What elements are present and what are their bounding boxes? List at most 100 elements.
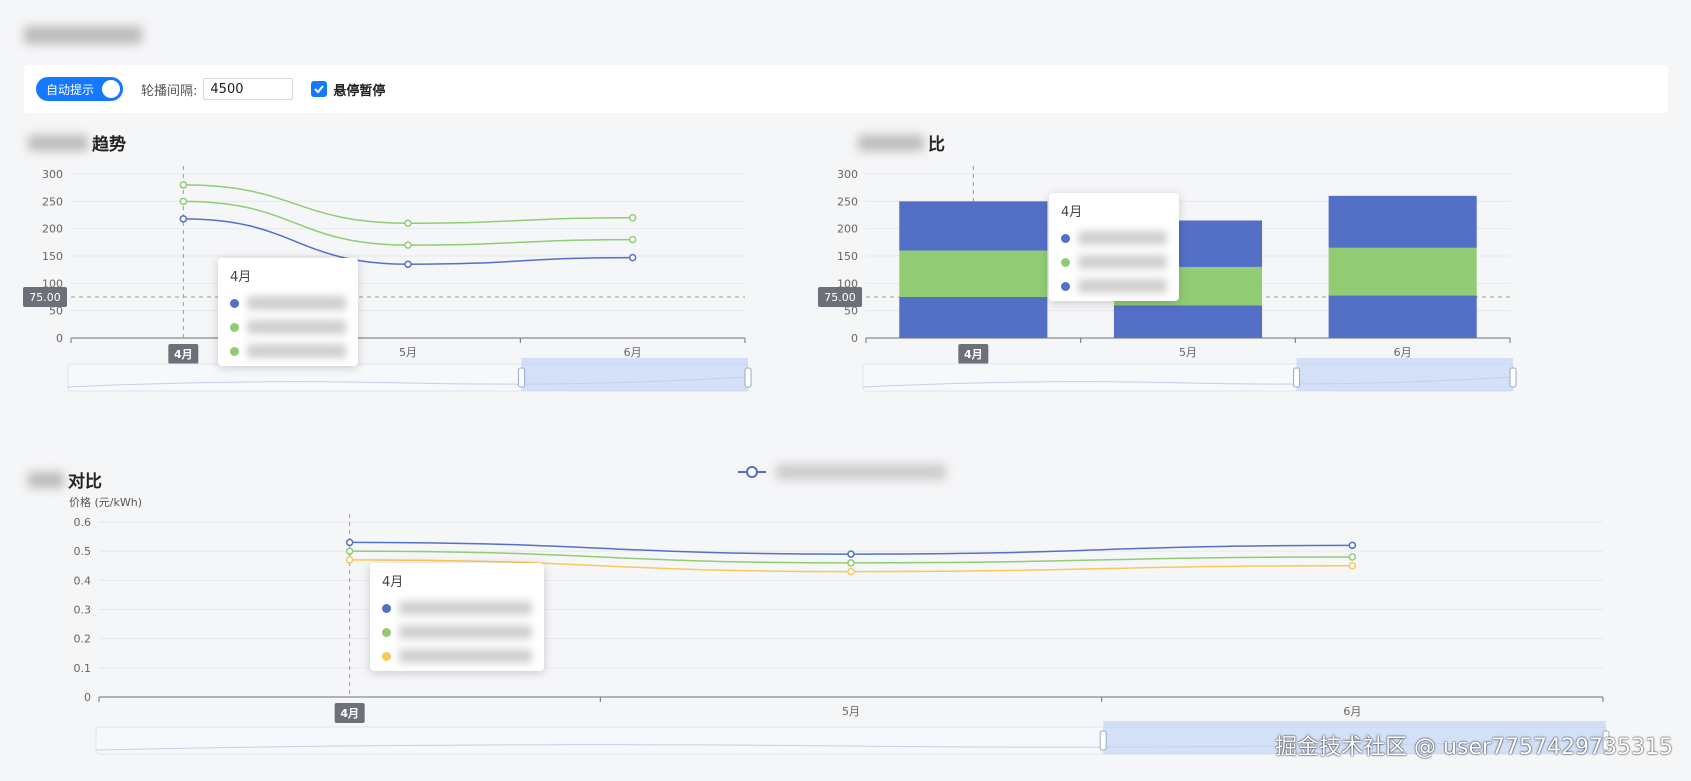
data-point [628, 213, 637, 222]
y-tick-label: 50 [49, 305, 63, 318]
page-title [24, 24, 142, 50]
tooltip-title: 4月 [1061, 205, 1083, 220]
data-point [404, 241, 412, 249]
series-dot [230, 346, 239, 356]
redacted-value [1078, 279, 1167, 293]
bar-segment [899, 250, 1048, 297]
stack-tooltip: 4月 [1049, 193, 1179, 301]
data-point [628, 235, 637, 244]
y-tick-label: 0 [851, 332, 858, 345]
series-dot [382, 651, 391, 661]
series-dot [1061, 281, 1070, 291]
y-tick-label: 250 [42, 195, 63, 208]
watermark: 掘金技术社区 @ user7757429735315 [1275, 735, 1673, 760]
redacted-value [399, 601, 532, 615]
y-tick-label: 300 [42, 168, 63, 181]
y-tick-label: 0 [56, 332, 63, 345]
auto-tip-label: 自动提示 [46, 82, 95, 97]
trend-title-suffix: 趋势 [92, 135, 126, 155]
y-axis-pointer-text: 75.00 [29, 291, 61, 304]
series-dot [1061, 257, 1070, 267]
datazoom-handle-right [1509, 367, 1517, 388]
series-line [183, 184, 633, 224]
y-tick-label: 250 [837, 195, 858, 208]
datazoom-handle-left [1099, 730, 1107, 751]
x-axis-pointer-label [958, 344, 989, 364]
data-point [1348, 553, 1357, 561]
control-bar: 自动提示 轮播间隔: 悬停暂停 [24, 65, 1668, 113]
series-dot [230, 322, 239, 332]
data-point [1348, 562, 1357, 570]
check-icon [314, 85, 325, 94]
redacted-title-part [28, 134, 88, 151]
x-tick-label: 6月 [624, 346, 642, 359]
x-tick-label: 6月 [1394, 346, 1412, 359]
auto-tip-switch[interactable]: 自动提示 [36, 77, 124, 101]
x-tick-label: 5月 [842, 705, 860, 718]
x-tick-label: 5月 [399, 346, 417, 359]
series-dot [382, 627, 391, 637]
x-tick-label: 5月 [1179, 346, 1197, 359]
y-tick-label: 200 [42, 223, 63, 236]
x-tick-label: 6月 [1343, 705, 1361, 718]
redacted-title [24, 26, 142, 44]
y-axis-pointer-label [818, 287, 862, 307]
series-dot [382, 603, 391, 613]
y-tick-label: 200 [837, 223, 858, 236]
redacted-value [1078, 255, 1167, 269]
datazoom-selection [1296, 358, 1513, 391]
y-axis-pointer-label [23, 287, 67, 307]
y-tick-label: 0.2 [74, 633, 92, 646]
datazoom-handle-left [518, 367, 526, 388]
redacted-value [247, 344, 346, 358]
tooltip-title: 4月 [230, 270, 252, 285]
y-tick-label: 150 [42, 250, 63, 263]
redacted-legend [776, 464, 946, 480]
data-point [1348, 541, 1357, 550]
y-axis-pointer-text: 75.00 [824, 291, 856, 304]
data-point [847, 567, 855, 576]
redacted-value [247, 320, 346, 334]
x-axis-pointer-label [334, 703, 365, 723]
y-tick-label: 0.3 [74, 604, 92, 617]
compare-title-suffix: 对比 [68, 472, 102, 492]
data-point [345, 556, 354, 564]
y-tick-label: 300 [837, 168, 858, 181]
y-tick-label: 0.5 [74, 545, 92, 558]
trend-chart-title: 趋势 [28, 130, 126, 155]
datazoom-handle-left [1293, 367, 1301, 388]
x-tick-label: 4月 [340, 707, 359, 720]
redacted-value [399, 649, 532, 663]
data-point [345, 547, 354, 555]
datazoom-handle-right [1602, 730, 1610, 751]
x-tick-label: 4月 [174, 348, 193, 361]
series-dot [1061, 233, 1070, 243]
data-point [179, 215, 188, 223]
bar-segment [899, 297, 1048, 338]
stack-chart-title: 比 [858, 130, 945, 155]
data-point [847, 559, 855, 567]
price-tooltip: 4月 [370, 563, 544, 671]
interval-label: 轮播间隔: [141, 83, 198, 99]
switch-knob [102, 80, 121, 98]
redacted-value [399, 625, 532, 639]
interval-input[interactable] [203, 78, 294, 100]
hover-pause-checkbox[interactable] [311, 81, 328, 97]
redacted-value [1078, 231, 1167, 245]
chart-legend[interactable] [738, 464, 946, 480]
y-tick-label: 0 [84, 691, 91, 704]
data-point [179, 181, 188, 189]
bar-segment [1328, 195, 1477, 248]
data-point [847, 550, 855, 558]
redacted-title-part [858, 134, 924, 151]
y-tick-label: 0.1 [74, 662, 92, 675]
datazoom-selection [521, 358, 748, 391]
bar-segment [899, 201, 1048, 251]
datazoom-handle-right [744, 367, 752, 388]
redacted-title-part [28, 471, 64, 488]
data-point [628, 253, 637, 262]
hover-pause-label: 悬停暂停 [333, 83, 386, 99]
